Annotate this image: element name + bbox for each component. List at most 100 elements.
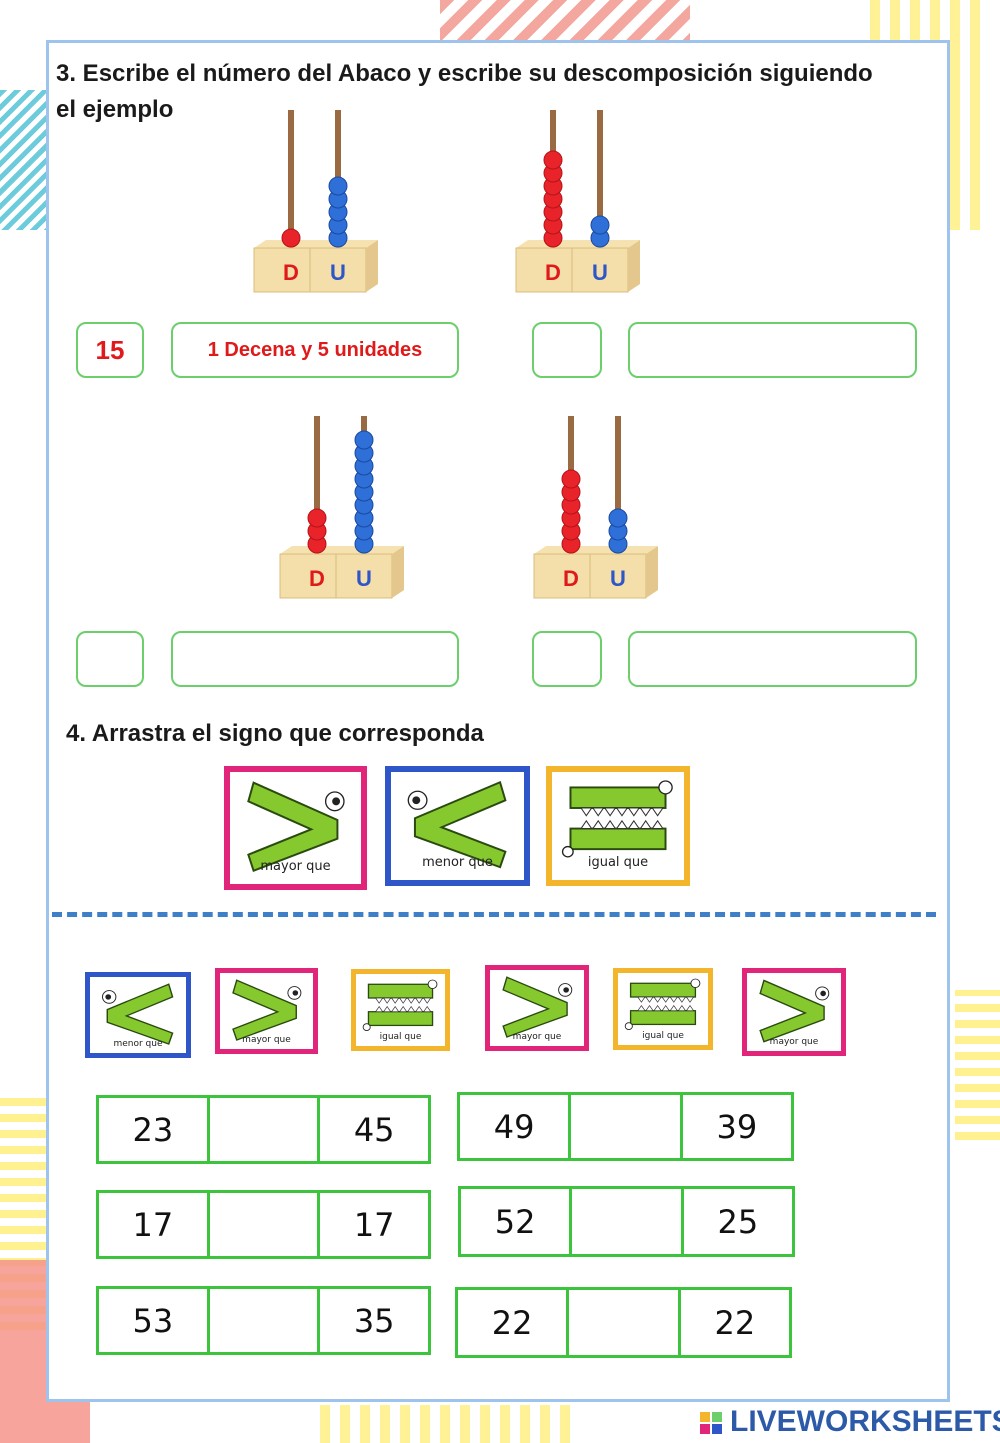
comparison-row: 52 25 — [458, 1186, 795, 1257]
abacus-rod — [314, 416, 320, 556]
crocodile-upper-jaw — [629, 982, 697, 998]
crocodile-tooth — [603, 807, 617, 817]
crocodile-tooth — [615, 819, 629, 830]
crocodile-tooth — [639, 807, 652, 817]
sign-drop-zone[interactable] — [210, 1193, 321, 1256]
crocodile-tooth — [639, 819, 652, 830]
answer-decomposition-input-2[interactable] — [628, 322, 917, 378]
crocodile-tooth — [398, 1005, 408, 1013]
tens-bead — [543, 150, 563, 170]
liveworksheets-icon — [700, 1412, 722, 1434]
abacus-tens-label: D — [563, 566, 579, 591]
units-bead — [354, 430, 374, 450]
crocodile-shape — [561, 780, 673, 858]
tens-bead — [561, 469, 581, 489]
crocodile-tooth — [661, 1004, 670, 1012]
crocodile-shape — [407, 780, 507, 869]
draggable-card-mayor-que[interactable]: mayor que — [215, 968, 318, 1054]
abacus-base-top — [534, 546, 658, 554]
answer-decomposition-input-4[interactable] — [628, 631, 917, 687]
crocodile-upper-jaw — [569, 786, 667, 809]
draggable-label: mayor que — [242, 1035, 291, 1045]
crocodile-nostril — [561, 845, 574, 858]
crocodile-shape — [102, 983, 174, 1045]
crocodile-tooth — [382, 997, 392, 1004]
crocodile-tooth — [374, 997, 384, 1004]
crocodile-tooth — [580, 819, 593, 830]
comparison-row: 17 17 — [96, 1190, 431, 1259]
comparison-right-number: 25 — [717, 1202, 759, 1241]
legend-label-mayor: mayor que — [260, 859, 331, 874]
section3-title-line1: 3. Escribe el número del Abaco y escribe… — [56, 60, 873, 87]
crocodile-tooth — [685, 1004, 695, 1012]
crocodile-tooth — [677, 996, 687, 1003]
crocodile-tooth — [398, 997, 408, 1004]
crocodile-shape — [759, 979, 830, 1043]
abacus-block-units — [335, 553, 393, 599]
sign-drop-zone[interactable] — [210, 1098, 321, 1161]
answer-decomposition-input-3[interactable] — [171, 631, 459, 687]
crocodile-body — [413, 780, 507, 869]
tens-bead — [281, 228, 301, 248]
example-number-box: 15 — [76, 322, 144, 378]
abacus-units-label: U — [330, 260, 346, 285]
abacus-base-top — [254, 240, 378, 248]
crocodile-tooth — [669, 996, 679, 1003]
sign-drop-zone[interactable] — [572, 1189, 684, 1254]
crocodile-tooth — [390, 997, 400, 1004]
crocodile-tooth — [645, 996, 654, 1003]
crocodile-nostril — [362, 1023, 371, 1032]
sign-drop-zone[interactable] — [569, 1290, 681, 1355]
draggable-card-menor-que[interactable]: menor que — [85, 972, 191, 1058]
draggable-label: igual que — [642, 1031, 684, 1041]
draggable-card-mayor-que[interactable]: mayor que — [485, 965, 589, 1051]
draggable-card-igual-que[interactable]: igual que — [613, 968, 713, 1050]
crocodile-lower-jaw — [569, 827, 667, 851]
crocodile-tooth — [685, 996, 695, 1003]
crocodile-lower-jaw — [629, 1010, 697, 1026]
sign-drop-zone[interactable] — [210, 1289, 321, 1352]
crocodile-tooth — [390, 1005, 400, 1013]
comparison-right-number: 45 — [353, 1110, 395, 1149]
crocodile-nostril — [624, 1022, 633, 1031]
comparison-left-number: 49 — [460, 1095, 572, 1158]
draggable-card-mayor-que[interactable]: mayor que — [742, 968, 846, 1056]
crocodile-tooth — [677, 1004, 687, 1012]
crocodile-pupil — [292, 990, 299, 996]
crocodile-less-icon — [102, 983, 174, 1045]
comparison-row: 53 35 — [96, 1286, 431, 1355]
crocodile-shape — [624, 978, 701, 1031]
crocodile-tooth — [406, 997, 416, 1004]
answer-number-input-3[interactable] — [76, 631, 144, 687]
answer-number-input-4[interactable] — [532, 631, 602, 687]
crocodile-tooth — [422, 997, 432, 1004]
crocodile-eye — [690, 978, 701, 989]
abacus-rod — [288, 110, 294, 250]
crocodile-eye — [658, 780, 673, 795]
comparison-row: 22 22 — [455, 1287, 792, 1358]
crocodile-tooth — [414, 1005, 424, 1013]
brand-name: LIVEWORKSHEETS — [730, 1405, 1000, 1438]
crocodile-tooth — [653, 1004, 662, 1012]
answer-number-input-2[interactable] — [532, 322, 602, 378]
crocodile-greater-icon — [502, 976, 573, 1038]
crocodile-tooth — [580, 807, 593, 817]
abacus-tens-label: D — [283, 260, 299, 285]
comparison-left-number: 53 — [99, 1289, 210, 1352]
crocodile-pupil — [820, 990, 826, 997]
sign-drop-zone[interactable] — [571, 1095, 683, 1158]
crocodile-body — [232, 979, 297, 1041]
crocodile-tooth — [627, 819, 641, 830]
crocodile-tooth — [637, 1004, 646, 1012]
comparison-right-number: 22 — [714, 1303, 756, 1342]
crocodile-greater-icon — [759, 979, 830, 1043]
crocodile-pupil — [563, 987, 569, 993]
crocodile-pupil — [412, 796, 421, 805]
crocodile-shape — [502, 976, 573, 1038]
abacus-block-tens — [533, 553, 591, 599]
crocodile-tooth — [661, 996, 670, 1003]
crocodile-equal-icon — [362, 979, 438, 1032]
draggable-card-igual-que[interactable]: igual que — [351, 969, 450, 1051]
